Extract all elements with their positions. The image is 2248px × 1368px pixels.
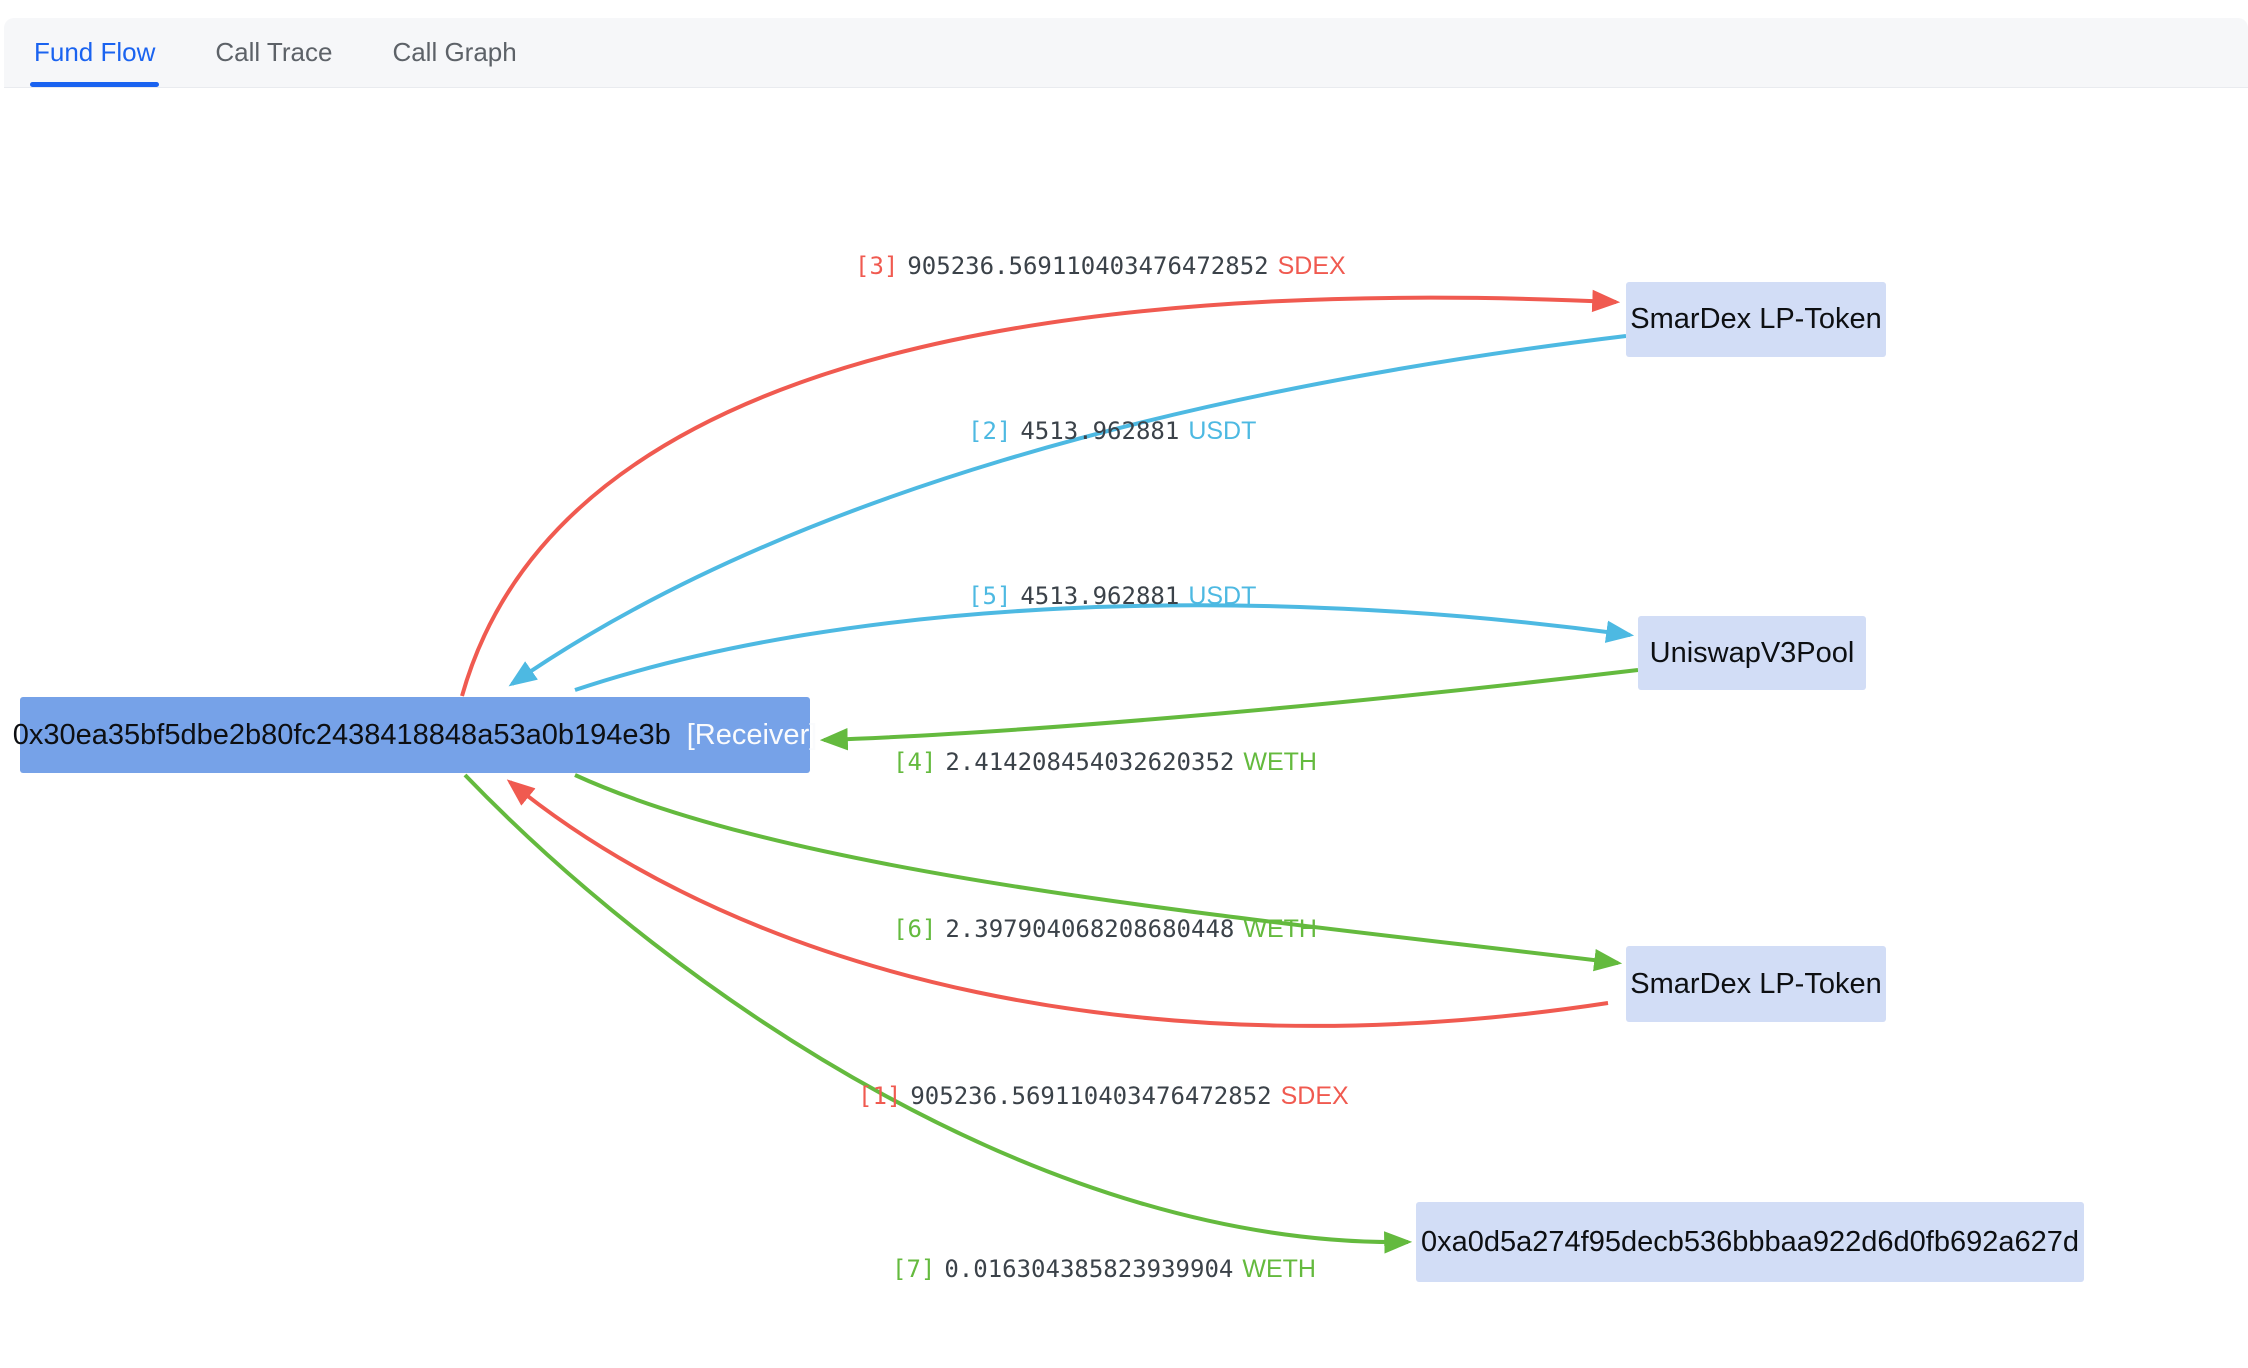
edge-label-7: [7] 0.016304385823939904 WETH: [892, 1252, 1316, 1286]
edge-label-3: [3] 905236.569110403476472852 SDEX: [855, 249, 1346, 283]
edge-amount: 905236.569110403476472852: [910, 1082, 1272, 1110]
tab-call-trace[interactable]: Call Trace: [215, 37, 333, 67]
edge-amount: 4513.962881: [1020, 582, 1180, 610]
node-receiver[interactable]: 0x30ea35bf5dbe2b80fc2438418848a53a0b194e…: [13, 697, 817, 773]
transfer-edge-7: [463, 773, 1413, 1254]
edge-token-symbol: SDEX: [1280, 1082, 1349, 1110]
tab-fund-flow[interactable]: Fund Flow: [29, 18, 160, 87]
tab-call-graph[interactable]: Call Graph: [392, 37, 517, 67]
tab-bar: Fund Flow Call Trace Call Graph: [4, 18, 2248, 88]
transfer-edge-3: [460, 289, 1621, 697]
edge-token-symbol: WETH: [1243, 915, 1317, 943]
edge-label-2: [2] 4513.962881 USDT: [968, 414, 1256, 448]
node-label: SmarDex LP-Token: [1630, 967, 1882, 1000]
edge-sequence-number: [4]: [893, 748, 937, 776]
edge-token-symbol: WETH: [1243, 748, 1317, 776]
node-address-a0d5[interactable]: 0xa0d5a274f95decb536bbbaa922d6d0fb692a62…: [1416, 1202, 2084, 1282]
node-smardex-top[interactable]: SmarDex LP-Token: [1626, 282, 1886, 357]
node-label: UniswapV3Pool: [1649, 636, 1855, 669]
node-label: SmarDex LP-Token: [1630, 303, 1882, 335]
edge-sequence-number: [2]: [968, 417, 1012, 445]
edge-sequence-number: [3]: [855, 252, 899, 280]
edge-sequence-number: [7]: [892, 1255, 936, 1283]
edge-token-symbol: WETH: [1242, 1255, 1316, 1283]
transfer-edge-2: [508, 334, 1627, 687]
edge-sequence-number: [6]: [893, 915, 937, 943]
edge-token-symbol: USDT: [1188, 417, 1257, 445]
edge-sequence-number: [1]: [858, 1082, 902, 1110]
edge-label-4: [4] 2.414208454032620352 WETH: [893, 745, 1317, 779]
edge-amount: 4513.962881: [1020, 417, 1180, 445]
edge-label-6: [6] 2.397904068208680448 WETH: [893, 912, 1317, 946]
transfer-edge-5: [574, 603, 1635, 692]
edge-label-1: [1] 905236.569110403476472852 SDEX: [858, 1079, 1349, 1113]
edge-amount: 905236.569110403476472852: [907, 252, 1269, 280]
edge-amount: 2.397904068208680448: [945, 915, 1235, 943]
edge-amount: 0.016304385823939904: [944, 1255, 1234, 1283]
node-label: 0x30ea35bf5dbe2b80fc2438418848a53a0b194e…: [12, 718, 671, 751]
receiver-tag: [Receiver]: [686, 718, 818, 751]
edges-canvas: [460, 289, 1639, 1254]
node-uniswap-pool[interactable]: UniswapV3Pool: [1638, 616, 1866, 690]
transfer-edge-6: [574, 773, 1623, 972]
edge-token-symbol: SDEX: [1277, 252, 1346, 280]
edge-sequence-number: [5]: [968, 582, 1012, 610]
node-smardex-bottom[interactable]: SmarDex LP-Token: [1626, 946, 1886, 1022]
edge-label-5: [5] 4513.962881 USDT: [968, 579, 1256, 613]
node-label: 0xa0d5a274f95decb536bbbaa922d6d0fb692a62…: [1421, 1225, 2079, 1258]
transfer-edge-4: [819, 668, 1639, 751]
transfer-edge-1: [506, 779, 1609, 1028]
edge-token-symbol: USDT: [1188, 582, 1257, 610]
edge-amount: 2.414208454032620352: [945, 748, 1235, 776]
